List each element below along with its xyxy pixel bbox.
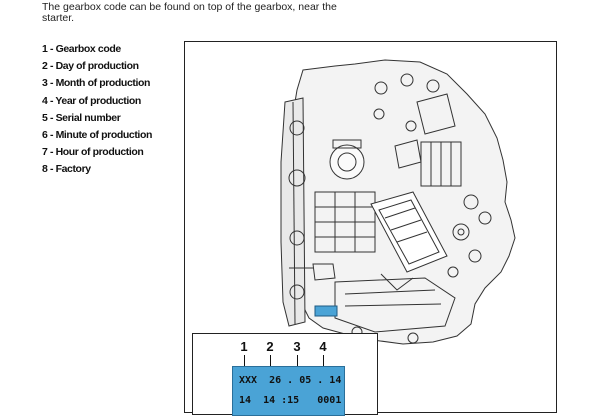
callout-number-4: 4 — [319, 339, 327, 354]
code-location-marker — [314, 305, 338, 317]
plate-line-2: 14 14 :15 0001 — [239, 395, 342, 406]
legend-item-factory: 8 - Factory — [42, 163, 91, 176]
callout-number-3: 3 — [293, 339, 301, 354]
legend-item-minute: 6 - Minute of production — [42, 129, 152, 142]
legend-item-day: 2 - Day of production — [42, 60, 139, 73]
plate-line-1: XXX 26 . 05 . 14 — [239, 375, 342, 386]
callout-number-1: 1 — [240, 339, 248, 354]
callout-leader-3 — [297, 355, 299, 372]
legend-item-gearbox-code: 1 - Gearbox code — [42, 43, 121, 55]
gearbox-drawing — [280, 59, 516, 345]
legend-item-hour: 7 - Hour of production — [42, 146, 144, 159]
intro-text: The gearbox code can be found on top of … — [42, 1, 337, 24]
gearbox-code-plate: XXX 26 . 05 . 14 14 14 :15 0001 — [232, 366, 345, 416]
gearbox-code-callout: 1 2 3 4 XXX 26 . 05 . 14 14 14 :15 0001 — [192, 333, 378, 416]
legend-item-month: 3 - Month of production — [42, 77, 151, 90]
callout-number-2: 2 — [266, 339, 274, 354]
legend-item-serial: 5 - Serial number — [42, 111, 121, 124]
legend-list: 1 - Gearbox code 2 - Day of production 3… — [42, 41, 152, 179]
callout-leader-1 — [244, 355, 246, 372]
callout-leader-4 — [323, 355, 325, 372]
callout-leader-2 — [270, 355, 272, 372]
legend-item-year: 4 - Year of production — [42, 94, 141, 107]
